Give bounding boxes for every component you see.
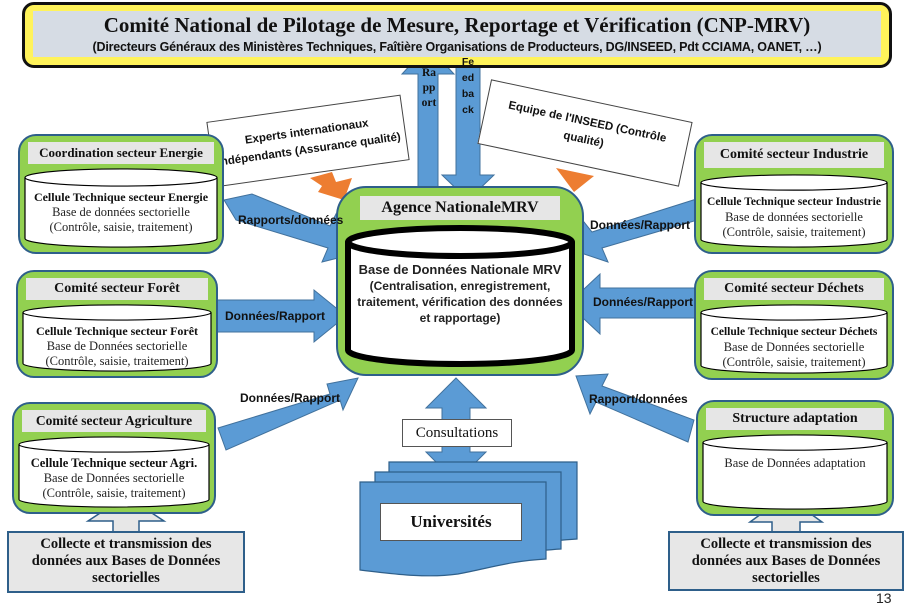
universities-label: Universités [410, 512, 492, 531]
sector-title-foret: Comité secteur Forêt [26, 278, 208, 300]
feedback-part: ba [461, 88, 475, 100]
banner-title: Comité National de Pilotage de Mesure, R… [103, 13, 811, 37]
sector-db-text: Cellule Technique secteur Déchets Base d… [700, 324, 888, 370]
sector-db-energie: Cellule Technique secteur Energie Base d… [24, 168, 218, 248]
db-desc: (Contrôle, saisie, traitement) [49, 220, 193, 234]
sector-db-text: Base de Données adaptation [702, 456, 888, 471]
page-number: 13 [876, 590, 892, 606]
db-name: Base de Données sectorielle [46, 339, 188, 353]
arrow-foret [211, 288, 347, 344]
cnp-mrv-banner: Comité National de Pilotage de Mesure, R… [22, 2, 892, 68]
db-desc: (Contrôle, saisie, traitement) [42, 486, 186, 500]
arrow-label-dechets: Données/Rapport [593, 295, 694, 309]
orange-arrow-experts [310, 172, 352, 200]
rapport-part: ort [421, 97, 437, 109]
sector-title-agriculture: Comité secteur Agriculture [22, 410, 206, 432]
sector-title-adaptation: Structure adaptation [706, 408, 884, 430]
sector-title-energie: Coordination secteur Energie [28, 142, 214, 164]
national-database: Base de Données Nationale MRV (Centralis… [344, 224, 576, 368]
db-name: Base de Données sectorielle [43, 471, 185, 485]
sector-title-industrie: Comité secteur Industrie [704, 142, 884, 168]
cell-name: Cellule Technique secteur Déchets [710, 326, 878, 338]
arrow-label-industrie: Données/Rapport [590, 218, 691, 232]
sector-db-text: Cellule Technique secteur Energie Base d… [24, 190, 218, 235]
arrow-label-adaptation: Rapport/données [589, 392, 688, 406]
sector-db-foret: Cellule Technique secteur Forêt Base de … [22, 304, 212, 372]
collect-box-left: Collecte et transmission des données aux… [7, 531, 245, 593]
orange-arrow-inseed [556, 168, 594, 192]
arrow-agriculture [217, 377, 359, 451]
sector-card-energie: Coordination secteur Energie Cellule Tec… [18, 134, 224, 254]
collect-line: données aux Bases de Données [31, 553, 221, 569]
national-db-text: Base de Données Nationale MRV (Centralis… [344, 262, 576, 326]
feedback-part: ck [462, 104, 474, 116]
collect-box-right: Collecte et transmission des données aux… [668, 531, 904, 591]
rapport-part: Ra [421, 67, 437, 79]
db-cylinder-icon [22, 304, 212, 372]
national-db-line: et rapportage) [419, 311, 501, 325]
db-cylinder-icon [700, 304, 888, 374]
sector-card-dechets: Comité secteur Déchets Cellule Technique… [694, 270, 894, 380]
collect-line: Collecte et transmission des [40, 536, 212, 552]
sector-db-dechets: Cellule Technique secteur Déchets Base d… [700, 304, 888, 374]
db-desc: (Contrôle, saisie, traitement) [722, 225, 866, 239]
national-db-line: (Centralisation, enregistrement, [369, 279, 551, 293]
national-db-title: Base de Données Nationale MRV [358, 262, 562, 277]
national-db-cylinder [345, 225, 575, 367]
agency-title: Agence NationaleMRV [360, 196, 560, 220]
sector-card-foret: Comité secteur Forêt Cellule Technique s… [16, 270, 218, 378]
banner-subtitle: (Directeurs Généraux des Ministères Tech… [92, 40, 822, 54]
collect-line: données aux Bases de Données [691, 553, 881, 569]
banner-inner: Comité National de Pilotage de Mesure, R… [33, 11, 881, 57]
db-desc: (Contrôle, saisie, traitement) [722, 355, 866, 369]
rapport-part: pp [422, 82, 436, 94]
cell-name: Cellule Technique secteur Industrie [707, 196, 881, 208]
db-name: Base de Données sectorielle [723, 340, 865, 354]
sector-db-text: Cellule Technique secteur Forêt Base de … [22, 324, 212, 369]
arrow-adaptation [575, 373, 695, 443]
feedback-part: Fe [461, 56, 475, 68]
db-name: Base de données sectorielle [52, 205, 190, 219]
db-cylinder-icon [24, 168, 218, 248]
sector-card-industrie: Comité secteur Industrie Cellule Techniq… [694, 134, 894, 254]
consultations-label: Consultations [415, 425, 499, 441]
db-name: Base de données sectorielle [725, 210, 863, 224]
feedback-part: ed [461, 72, 475, 84]
consultations-box: Consultations [402, 419, 512, 447]
sector-db-industrie: Cellule Technique secteur Industrie Base… [700, 174, 888, 248]
sector-card-agriculture: Comité secteur Agriculture Cellule Techn… [12, 402, 216, 514]
national-db-line: traitement, vérification des données [357, 295, 563, 309]
sector-db-agriculture: Cellule Technique secteur Agri. Base de … [18, 436, 210, 508]
agency-card: Agence NationaleMRV Base de Données Nati… [336, 186, 584, 376]
cell-name: Cellule Technique secteur Agri. [30, 456, 198, 470]
arrow-label-energie: Rapports/données [238, 213, 344, 227]
sector-db-text: Cellule Technique secteur Industrie Base… [700, 194, 888, 240]
cell-name: Cellule Technique secteur Energie [33, 190, 209, 204]
db-cylinder-icon [700, 174, 888, 248]
feedback-label: Fe ed ba ck [457, 54, 479, 118]
sector-title-dechets: Comité secteur Déchets [704, 278, 884, 300]
sector-card-adaptation: Structure adaptation Base de Données ada… [696, 400, 894, 516]
collect-line: sectorielles [92, 570, 160, 586]
db-desc: (Contrôle, saisie, traitement) [45, 354, 189, 368]
collect-line: sectorielles [752, 570, 820, 586]
sector-db-text: Cellule Technique secteur Agri. Base de … [18, 456, 210, 501]
cell-name: Cellule Technique secteur Forêt [35, 324, 199, 338]
universities-box: Universités [380, 503, 522, 541]
collect-line: Collecte et transmission des [700, 536, 872, 552]
db-name: Base de Données adaptation [724, 456, 866, 470]
arrow-label-foret: Données/Rapport [225, 309, 326, 323]
sector-db-adaptation: Base de Données adaptation [702, 434, 888, 510]
rapport-label: Ra pp ort [418, 66, 440, 111]
arrow-label-agriculture: Données/Rapport [240, 391, 341, 405]
db-cylinder-icon [702, 434, 888, 510]
arrow-dechets [567, 272, 701, 336]
db-cylinder-icon [18, 436, 210, 508]
